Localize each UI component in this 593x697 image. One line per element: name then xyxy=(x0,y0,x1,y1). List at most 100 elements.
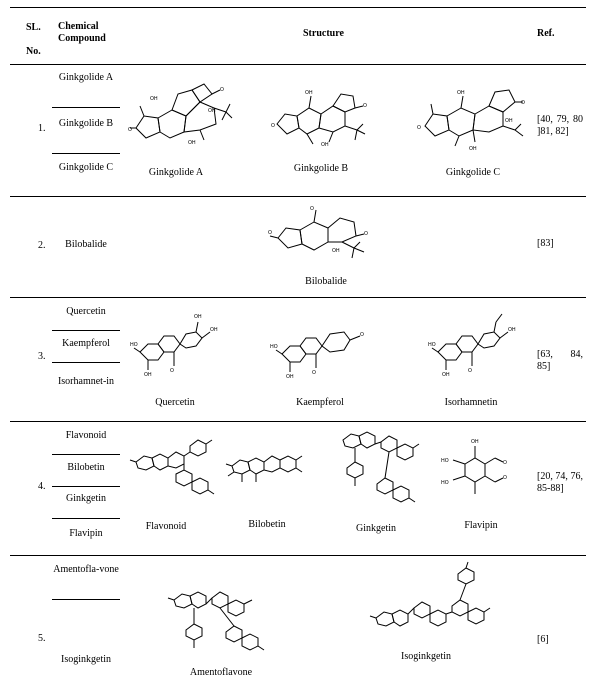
svg-text:OH: OH xyxy=(150,96,158,102)
header-bottom-rule xyxy=(10,64,586,65)
structure-ginkgetin xyxy=(342,431,420,503)
svg-text:OH: OH xyxy=(286,374,294,380)
row4-sep-3 xyxy=(52,518,120,519)
row4-sep-2 xyxy=(52,486,120,487)
row4-ref: [20, 74, 76, 85-88] xyxy=(537,471,583,494)
structure-bilobetin xyxy=(225,455,303,482)
svg-text:O: O xyxy=(312,370,316,376)
row1-caption-3: Ginkgolide C xyxy=(445,167,501,178)
row3-compound-2: Kaempferol xyxy=(62,338,110,349)
svg-text:HO: HO xyxy=(270,344,278,350)
header-sl-no: SL. No. xyxy=(26,22,41,57)
row3-sep-2 xyxy=(52,362,120,363)
row1-compound-1: Ginkgolide A xyxy=(58,72,114,83)
header-compound: Chemical Compound xyxy=(58,21,106,44)
svg-text:O: O xyxy=(271,123,275,129)
svg-text:OH: OH xyxy=(442,372,450,378)
row1-ref: [40, 79, 80 ]81, 82] xyxy=(537,114,583,137)
row3-caption-1: Quercetin xyxy=(155,397,195,408)
svg-text:HO: HO xyxy=(130,342,138,348)
svg-text:OH: OH xyxy=(471,439,479,445)
svg-text:O: O xyxy=(503,460,507,466)
structure-quercetin: HO OH O OH OH xyxy=(130,314,218,378)
row1-caption-2: Ginkgolide B xyxy=(293,163,349,174)
structure-isoginkgetin xyxy=(369,561,491,627)
row4-sl: 4. xyxy=(38,481,46,492)
structure-flavipin: OH HO HO O O xyxy=(441,439,507,494)
row3-caption-3: Isorhamnetin xyxy=(444,397,498,408)
row1-sep-1 xyxy=(52,107,120,108)
row4-compound-1: Flavonoid xyxy=(65,430,107,441)
row4-caption-4: Flavipin xyxy=(464,520,498,531)
svg-text:O: O xyxy=(360,332,364,338)
svg-text:OH: OH xyxy=(208,108,216,114)
table-top-rule xyxy=(10,7,586,8)
row1-caption-1: Ginkgolide A xyxy=(148,167,204,178)
row2-ref: [83] xyxy=(537,238,554,249)
structure-ginkgolide-b: OH O O OH xyxy=(271,90,367,148)
row1-sl: 1. xyxy=(38,123,46,134)
row4-sep-1 xyxy=(52,454,120,455)
row5-compound-1: Amentofla-vone xyxy=(53,564,119,575)
svg-text:OH: OH xyxy=(144,372,152,378)
svg-text:OH: OH xyxy=(321,142,329,148)
row3-ref: [63, 84, 85] xyxy=(537,349,583,372)
row5-caption-1: Amentoflavone xyxy=(189,667,253,678)
row4-caption-1: Flavonoid xyxy=(145,521,187,532)
row4-compound-2: Bilobetin xyxy=(67,462,105,473)
row3-sl: 3. xyxy=(38,351,46,362)
svg-text:O: O xyxy=(310,206,314,212)
row3-compound-3: Isorhamnet-in xyxy=(57,376,115,387)
svg-text:O: O xyxy=(468,368,472,374)
row3-sep-1 xyxy=(52,330,120,331)
svg-text:HO: HO xyxy=(428,342,436,348)
row5-ref: [6] xyxy=(537,634,549,645)
svg-text:HO: HO xyxy=(441,458,449,464)
header-structure: Structure xyxy=(303,28,344,39)
structure-flavonoid xyxy=(129,439,215,495)
row4-compound-3: Ginkgetin xyxy=(66,493,106,504)
svg-text:O: O xyxy=(503,475,507,481)
row3-caption-2: Kaempferol xyxy=(296,397,344,408)
row1-compound-2: Ginkgolide B xyxy=(58,118,114,129)
svg-text:OH: OH xyxy=(210,327,218,333)
row5-compound-2: Isoginkgetin xyxy=(61,654,111,665)
row-divider-1 xyxy=(10,196,586,197)
svg-text:OH: OH xyxy=(508,327,516,333)
svg-text:HO: HO xyxy=(441,480,449,486)
row1-compound-3: Ginkgolide C xyxy=(58,162,114,173)
row-divider-4 xyxy=(10,555,586,556)
structure-amentoflavone xyxy=(167,591,265,651)
svg-text:OH: OH xyxy=(194,314,202,320)
svg-text:O: O xyxy=(417,125,421,131)
structure-isorhamnetin: HO OH O OH xyxy=(428,313,516,378)
structure-bilobalide: O O O OH xyxy=(268,206,368,259)
svg-text:OH: OH xyxy=(305,90,313,96)
row2-caption-1: Bilobalide xyxy=(305,276,347,287)
row3-compound-1: Quercetin xyxy=(66,306,106,317)
structure-kaempferol: HO OH O O xyxy=(270,331,364,380)
row-divider-3 xyxy=(10,421,586,422)
svg-text:OH: OH xyxy=(332,248,340,254)
row5-sep-1 xyxy=(52,599,120,600)
svg-text:O: O xyxy=(268,230,272,236)
row2-sl: 2. xyxy=(38,240,46,251)
svg-text:O: O xyxy=(220,87,224,93)
structure-ginkgolide-a: OH OH O O OH xyxy=(128,83,233,146)
row4-caption-2: Bilobetin xyxy=(248,519,286,530)
svg-text:O: O xyxy=(363,103,367,109)
svg-text:OH: OH xyxy=(505,118,513,124)
svg-text:OH: OH xyxy=(188,140,196,146)
header-ref: Ref. xyxy=(537,28,555,39)
row4-caption-3: Ginkgetin xyxy=(356,523,396,534)
row5-sl: 5. xyxy=(38,633,46,644)
svg-text:O: O xyxy=(170,368,174,374)
row4-compound-4: Flavipin xyxy=(69,528,103,539)
row2-compound-1: Bilobalide xyxy=(65,239,107,250)
row5-caption-2: Isoginkgetin xyxy=(401,651,451,662)
svg-text:O: O xyxy=(364,231,368,237)
svg-text:O: O xyxy=(128,127,132,133)
row-divider-2 xyxy=(10,297,586,298)
